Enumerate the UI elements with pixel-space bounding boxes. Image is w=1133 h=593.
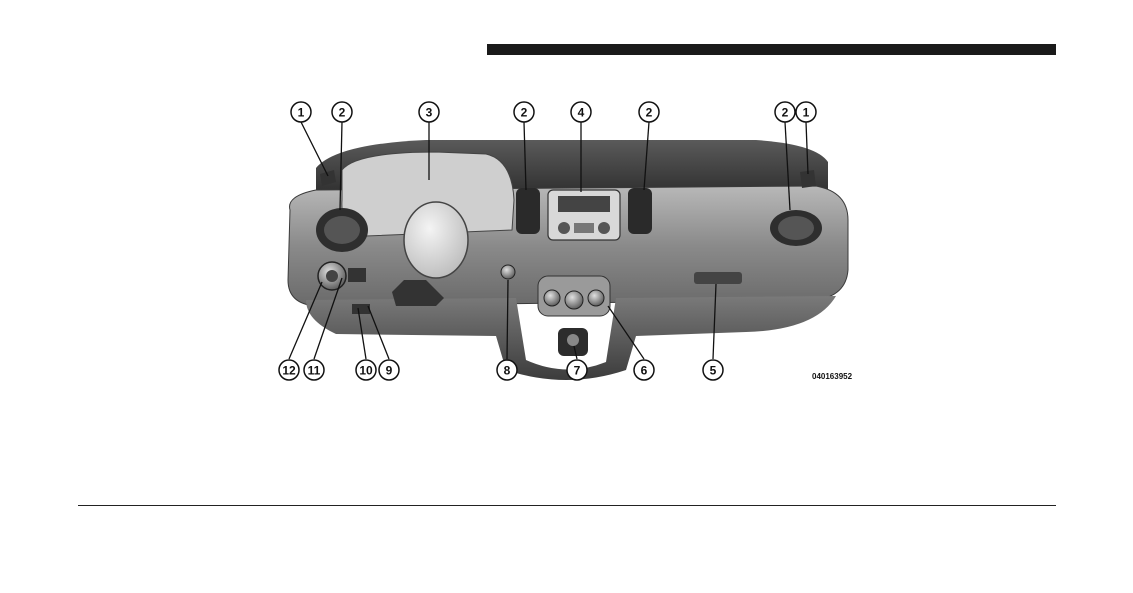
svg-text:4: 4: [578, 106, 585, 120]
svg-text:1: 1: [298, 106, 305, 120]
callout: 8: [497, 360, 517, 380]
radio-display: [558, 196, 610, 212]
callout: 12: [279, 360, 299, 380]
glove-box-handle: [694, 272, 742, 284]
callout: 2: [775, 102, 795, 122]
svg-text:5: 5: [710, 364, 717, 378]
svg-text:2: 2: [782, 106, 789, 120]
center-left-vent: [516, 188, 540, 234]
callout: 7: [567, 360, 587, 380]
callout: 4: [571, 102, 591, 122]
callout: 9: [379, 360, 399, 380]
callout: 2: [332, 102, 352, 122]
callout: 10: [356, 360, 376, 380]
svg-text:9: 9: [386, 364, 393, 378]
climate-knob-left: [544, 290, 560, 306]
svg-text:12: 12: [282, 364, 296, 378]
callout: 6: [634, 360, 654, 380]
dashboard-illustration: 1 2 3 2 4 2 2 1 12 11 10 9 8 7 6 5 04016…: [276, 100, 856, 390]
radio-buttons: [574, 223, 594, 233]
center-right-vent: [628, 188, 652, 234]
svg-text:2: 2: [339, 106, 346, 120]
ignition-switch: [501, 265, 515, 279]
radio-volume-knob: [558, 222, 570, 234]
climate-knob-right: [588, 290, 604, 306]
footer-rule: [78, 505, 1056, 506]
svg-text:3: 3: [426, 106, 433, 120]
callout: 1: [796, 102, 816, 122]
svg-text:2: 2: [521, 106, 528, 120]
callout: 3: [419, 102, 439, 122]
callouts-top: 1 2 3 2 4 2 2 1: [291, 102, 816, 122]
callout: 2: [639, 102, 659, 122]
dashboard-drawing: 1 2 3 2 4 2 2 1 12 11 10 9 8 7 6 5 04016…: [276, 100, 856, 390]
svg-text:1: 1: [803, 106, 810, 120]
callout: 5: [703, 360, 723, 380]
header-bar: [487, 44, 1056, 55]
figure-code: 040163952: [812, 372, 853, 381]
callouts-bottom: 12 11 10 9 8 7 6 5: [279, 360, 723, 380]
callout: 11: [304, 360, 324, 380]
svg-text:8: 8: [504, 364, 511, 378]
lower-left-switch: [352, 304, 370, 314]
svg-text:11: 11: [308, 364, 321, 378]
callout: 2: [514, 102, 534, 122]
climate-knob-center: [565, 291, 583, 309]
svg-text:10: 10: [359, 364, 373, 378]
callout: 1: [291, 102, 311, 122]
svg-text:7: 7: [574, 364, 581, 378]
dimmer-switch: [348, 268, 366, 282]
svg-text:6: 6: [641, 364, 648, 378]
steering-wheel: [404, 202, 468, 278]
radio-tune-knob: [598, 222, 610, 234]
svg-text:2: 2: [646, 106, 653, 120]
